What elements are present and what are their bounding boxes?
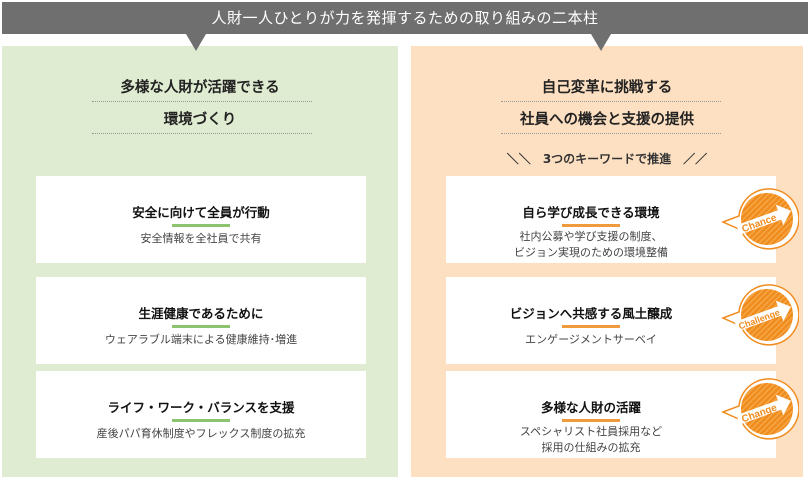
right-pillar-panel: 自己変革に挑戦する 社員への機会と支援の提供 ＼＼ 3つのキーワードで推進 ／／ 自… bbox=[411, 46, 803, 477]
dotted-divider bbox=[501, 101, 721, 102]
left-heading-line2: 環境づくり bbox=[163, 112, 237, 128]
right-heading-line1: 自己変革に挑戦する bbox=[541, 80, 673, 96]
card-title: 安全に向けて全員が行動 bbox=[132, 205, 270, 220]
keyword-label: 3つのキーワードで推進 bbox=[542, 152, 672, 166]
right-card-vision: ビジョンへ共感する風土醸成 エンゲージメントサーベイ bbox=[446, 277, 776, 364]
chance-badge-icon: Chance bbox=[721, 188, 799, 250]
pillars-banner: 人財一人ひとりが力を発揮するための取り組みの二本柱 bbox=[2, 2, 808, 34]
card-desc: スペシャリスト社員採用など 採用の仕組みの拡充 bbox=[406, 424, 776, 456]
card-desc: エンゲージメントサーベイ bbox=[525, 333, 657, 346]
change-badge-icon: Change bbox=[721, 378, 799, 440]
keyword-caption: ＼＼ 3つのキーワードで推進 ／／ bbox=[411, 150, 803, 167]
left-card-health: 生涯健康であるために ウェアラブル端末による健康維持･増進 bbox=[36, 277, 366, 364]
card-desc-line1: 社内公募や学び支援の制度、 bbox=[519, 230, 663, 243]
card-title: 自ら学び成長できる環境 bbox=[522, 205, 660, 220]
card-title: 多様な人財の活躍 bbox=[540, 400, 641, 415]
left-card-safety: 安全に向けて全員が行動 安全情報を全社員で共有 bbox=[36, 176, 366, 263]
challenge-badge-icon: Challenge bbox=[721, 284, 799, 346]
card-desc: 産後パパ育休制度やフレックス制度の拡充 bbox=[96, 427, 306, 440]
right-pointer-arrow-icon bbox=[591, 34, 611, 51]
card-underline bbox=[562, 325, 620, 328]
banner-title: 人財一人ひとりが力を発揮するための取り組みの二本柱 bbox=[211, 9, 599, 27]
card-desc-line1: スペシャリスト社員採用など bbox=[519, 425, 663, 438]
card-underline bbox=[172, 224, 230, 227]
left-heading-line1: 多様な人財が活躍できる bbox=[120, 80, 280, 96]
card-underline bbox=[172, 325, 230, 328]
card-desc: 安全情報を全社員で共有 bbox=[140, 232, 262, 245]
left-pillar-panel: 多様な人財が活躍できる 環境づくり 安全に向けて全員が行動 安全情報を全社員で共… bbox=[2, 46, 398, 477]
card-underline bbox=[172, 419, 230, 422]
backslash-mark-icon: ＼＼ bbox=[506, 152, 531, 166]
card-title: 生涯健康であるために bbox=[138, 306, 264, 321]
dotted-divider bbox=[92, 133, 312, 134]
card-desc: 社内公募や学び支援の制度、 ビジョン実現のための環境整備 bbox=[406, 229, 776, 261]
card-desc: ウェアラブル端末による健康維持･増進 bbox=[104, 333, 298, 346]
left-pointer-arrow-icon bbox=[186, 34, 206, 51]
left-card-work-life: ライフ・ワーク・バランスを支援 産後パパ育休制度やフレックス制度の拡充 bbox=[36, 371, 366, 458]
card-underline bbox=[562, 419, 620, 422]
card-title: ビジョンへ共感する風土醸成 bbox=[509, 306, 673, 321]
right-heading-line2: 社員への機会と支援の提供 bbox=[520, 112, 694, 128]
dotted-divider bbox=[501, 133, 721, 134]
slash-mark-icon: ／／ bbox=[683, 152, 708, 166]
card-underline bbox=[562, 224, 620, 227]
right-card-learning: 自ら学び成長できる環境 社内公募や学び支援の制度、 ビジョン実現のための環境整備 bbox=[446, 176, 776, 263]
card-desc-line2: ビジョン実現のための環境整備 bbox=[514, 246, 668, 259]
dotted-divider bbox=[92, 101, 312, 102]
card-desc-line2: 採用の仕組みの拡充 bbox=[541, 441, 641, 454]
card-title: ライフ・ワーク・バランスを支援 bbox=[107, 400, 295, 415]
right-card-diversity: 多様な人財の活躍 スペシャリスト社員採用など 採用の仕組みの拡充 bbox=[446, 371, 776, 458]
